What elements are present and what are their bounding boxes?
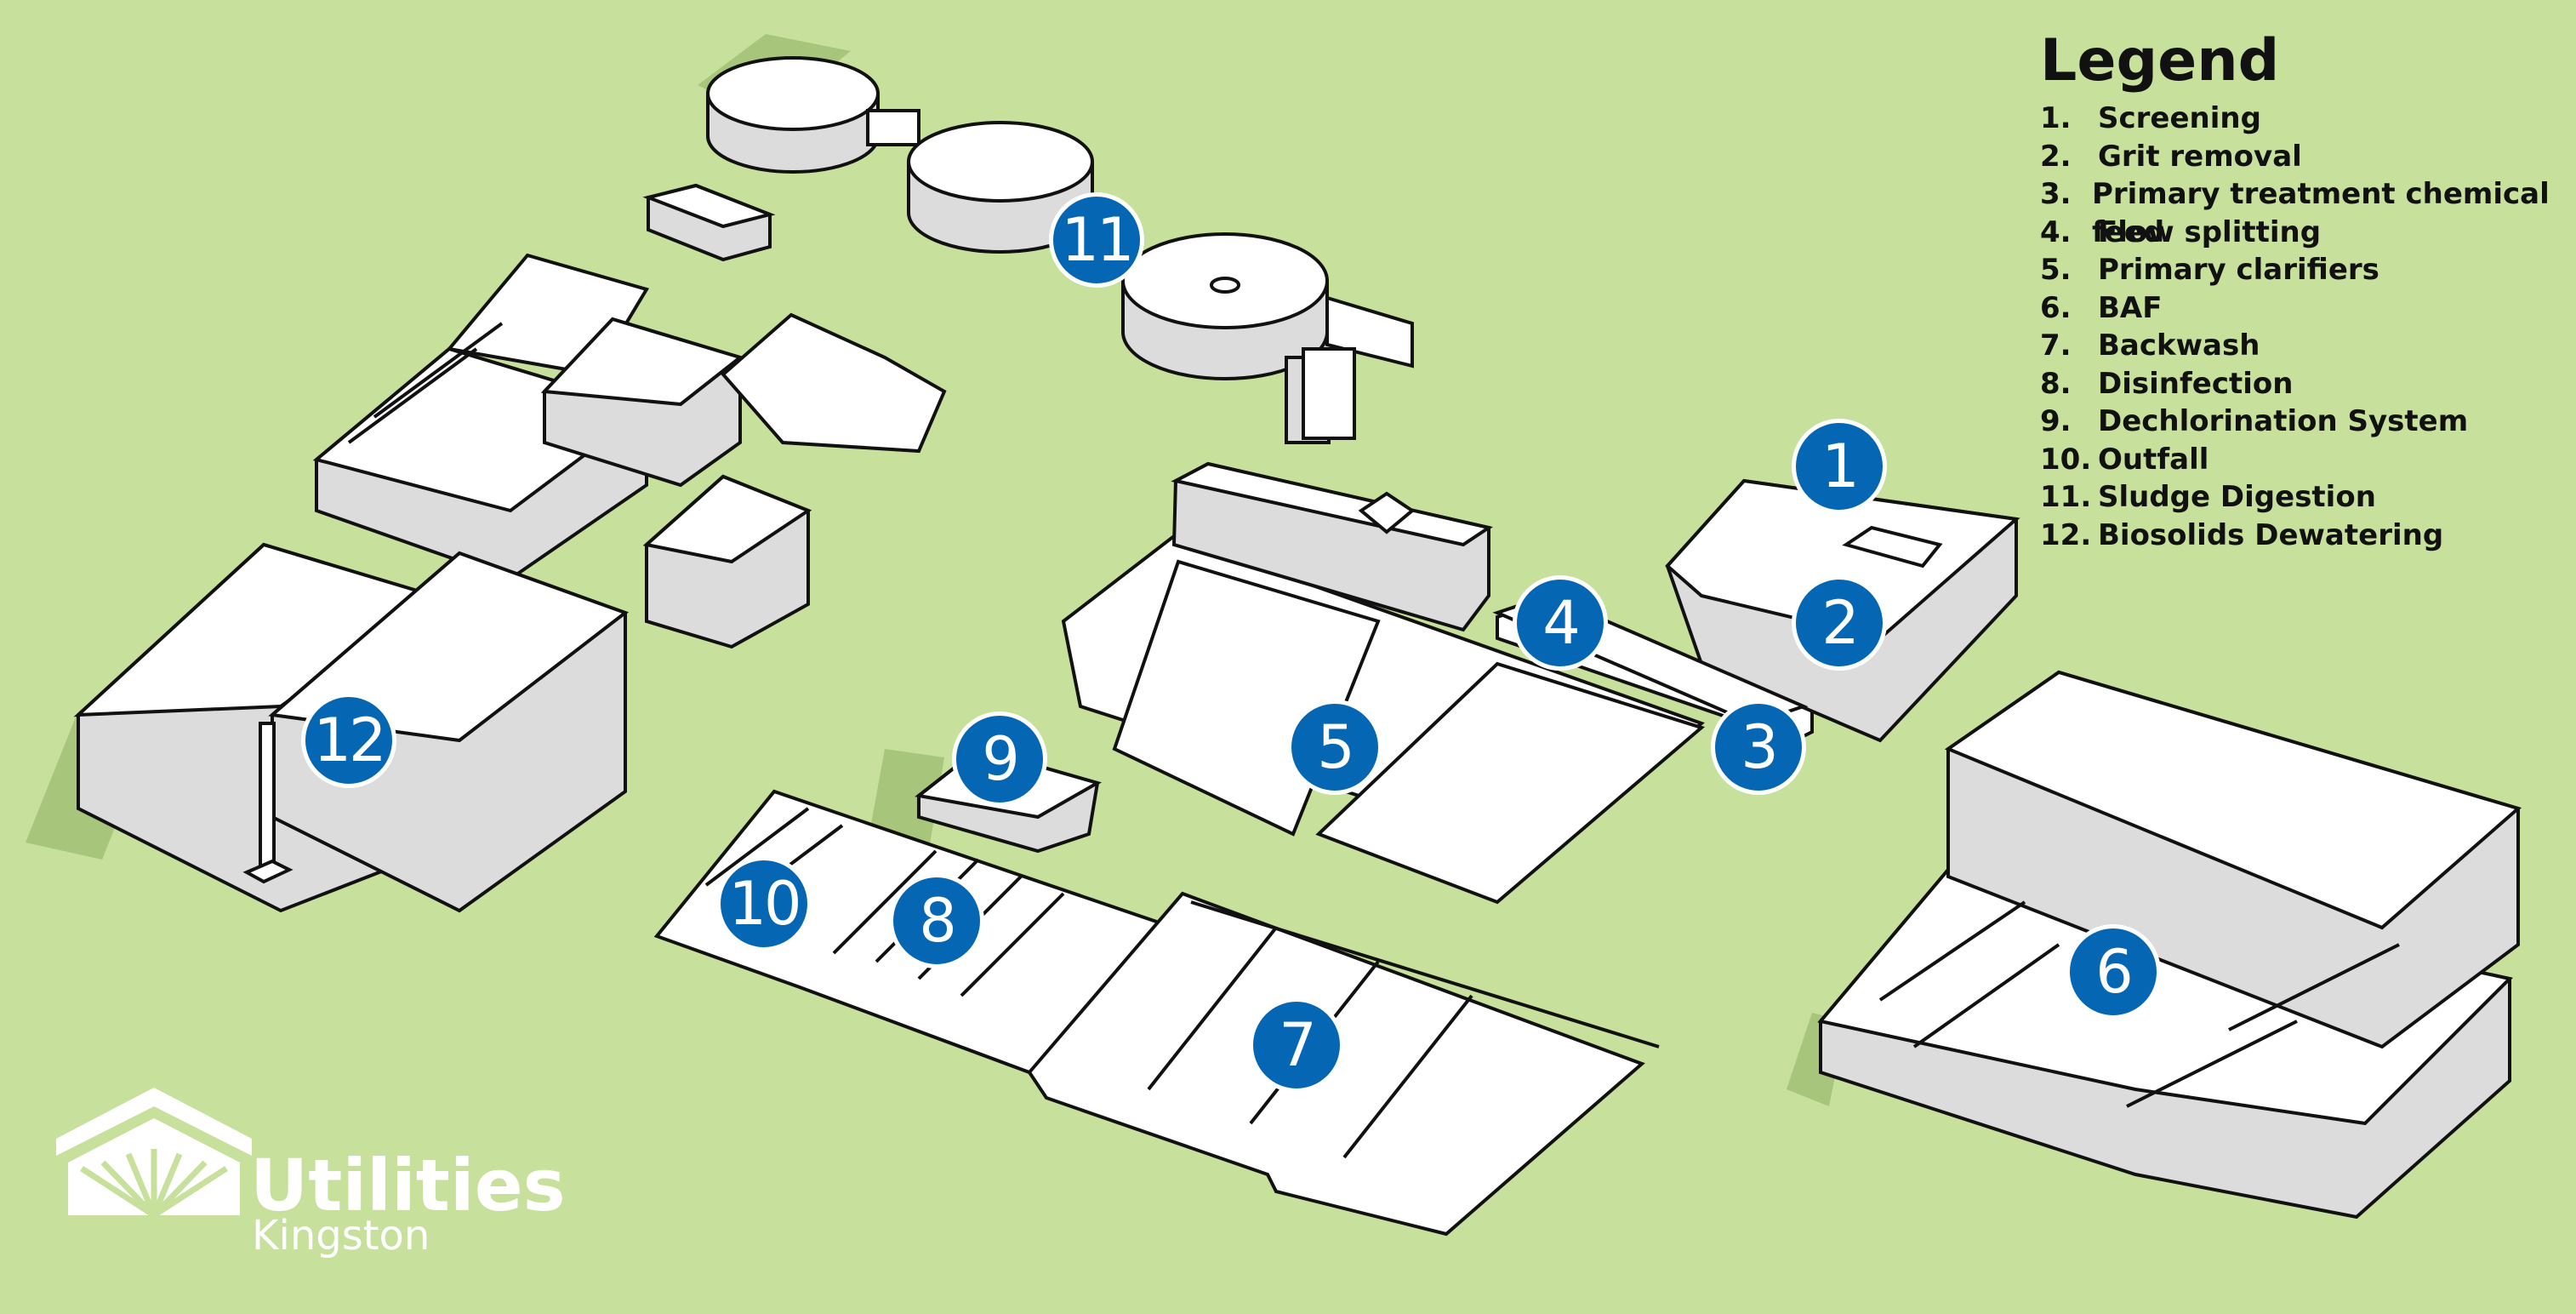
marker-12[interactable]: 12 <box>301 693 396 788</box>
legend-item: 4. Flow splitting <box>2040 214 2576 252</box>
marker-9[interactable]: 9 <box>952 711 1047 807</box>
sunrise-roof-icon <box>56 1088 252 1218</box>
legend-item-label: Grit removal <box>2098 139 2302 174</box>
legend-item-number: 11. <box>2040 480 2092 514</box>
legend-item-number: 3. <box>2040 177 2072 211</box>
legend: Legend 1. Screening 2. Grit removal 3. Prim… <box>2040 27 2576 554</box>
legend-title: Legend <box>2040 27 2280 94</box>
legend-item-label: Backwash <box>2098 328 2260 363</box>
marker-10[interactable]: 10 <box>716 856 812 951</box>
logo-city: Kingston <box>252 1212 430 1260</box>
legend-item-label: Biosolids Dewatering <box>2098 517 2444 552</box>
legend-item-label: Flow splitting <box>2098 214 2322 249</box>
legend-item: 11.Sludge Digestion <box>2040 478 2576 517</box>
baf-building <box>1817 670 2522 1220</box>
legend-item-label: Primary treatment chemical feed <box>2091 177 2550 249</box>
legend-item: 8. Disinfection <box>2040 365 2576 403</box>
marker-6[interactable]: 6 <box>2066 924 2161 1020</box>
legend-item-number: 8. <box>2040 366 2072 401</box>
legend-item-number: 5. <box>2040 253 2072 287</box>
marker-11[interactable]: 11 <box>1049 192 1144 288</box>
marker-8[interactable]: 8 <box>889 873 984 968</box>
legend-item-label: Outfall <box>2098 442 2209 477</box>
legend-item-label: Sludge Digestion <box>2098 480 2376 514</box>
legend-item: 5. Primary clarifiers <box>2040 251 2576 289</box>
legend-item: 10.Outfall <box>2040 441 2576 479</box>
marker-7[interactable]: 7 <box>1249 997 1344 1093</box>
marker-3[interactable]: 3 <box>1711 700 1806 795</box>
upper-left-complex <box>312 253 947 649</box>
legend-item-label: Primary clarifiers <box>2098 253 2379 287</box>
legend-item-number: 4. <box>2040 214 2072 249</box>
storage-block <box>642 183 776 262</box>
legend-item-number: 1. <box>2040 101 2072 135</box>
marker-5[interactable]: 5 <box>1287 700 1382 795</box>
legend-list: 1. Screening 2. Grit removal 3. Primary tre… <box>2040 100 2576 554</box>
legend-item-number: 6. <box>2040 290 2072 325</box>
legend-item-label: Dechlorination System <box>2098 404 2469 438</box>
marker-1[interactable]: 1 <box>1792 419 1887 514</box>
legend-item-label: BAF <box>2098 290 2163 325</box>
legend-item: 12.Biosolids Dewatering <box>2040 517 2576 555</box>
marker-2[interactable]: 2 <box>1792 575 1887 671</box>
marker-4[interactable]: 4 <box>1513 575 1608 671</box>
legend-item: 2. Grit removal <box>2040 138 2576 176</box>
legend-item-label: Disinfection <box>2098 366 2294 401</box>
legend-item: 7. Backwash <box>2040 327 2576 365</box>
legend-item-number: 12. <box>2040 517 2092 552</box>
legend-item-number: 10. <box>2040 442 2092 477</box>
legend-item: 1. Screening <box>2040 100 2576 138</box>
legend-item-number: 2. <box>2040 139 2072 174</box>
legend-item-number: 7. <box>2040 328 2072 363</box>
legend-item-label: Screening <box>2098 101 2261 135</box>
legend-item: 6. BAF <box>2040 289 2576 328</box>
legend-item: 9. Dechlorination System <box>2040 403 2576 441</box>
utilities-kingston-logo: Utilities Kingston <box>56 1088 566 1260</box>
legend-item-number: 9. <box>2040 404 2072 438</box>
logo-brand: Utilities <box>250 1144 566 1227</box>
sludge-digesters <box>706 56 1414 444</box>
legend-item: 3. Primary treatment chemical feed <box>2040 175 2576 249</box>
